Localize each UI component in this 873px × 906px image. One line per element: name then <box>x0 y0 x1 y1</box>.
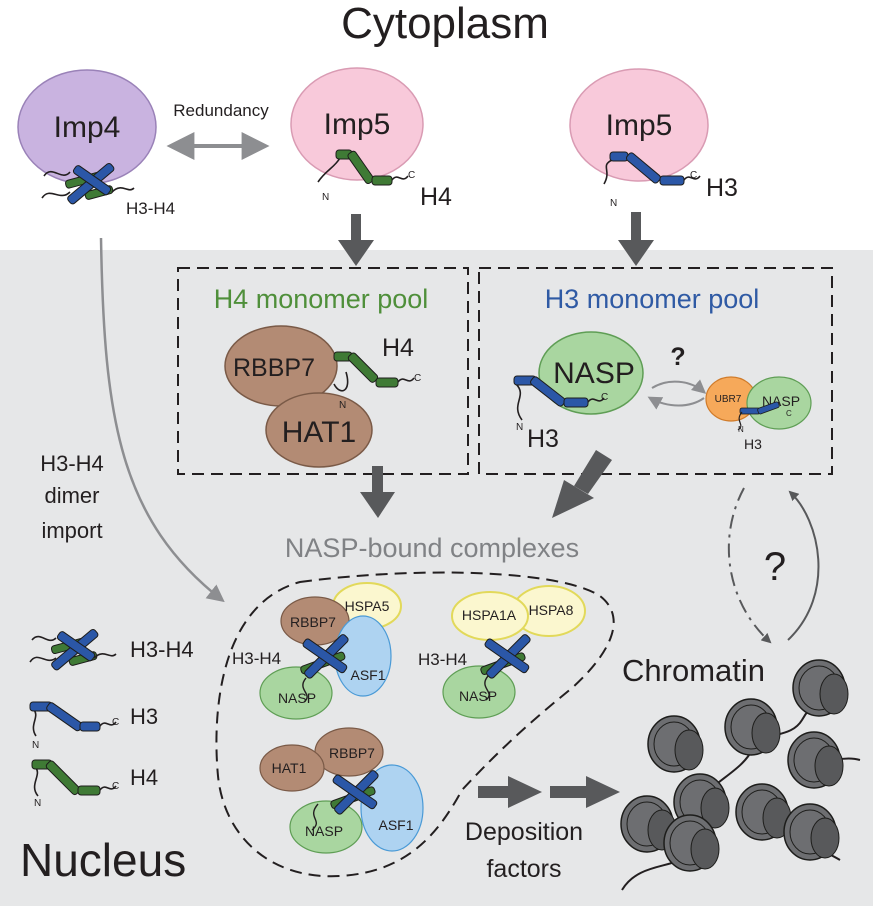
nasp-complexes-title: NASP-bound complexes <box>285 533 579 563</box>
small-h3-c-terminus: C <box>786 409 792 418</box>
complex3-hat1-label: HAT1 <box>272 760 307 776</box>
imp5-h3-label: Imp5 <box>606 109 673 142</box>
nucleosome-icon <box>783 803 840 861</box>
cytoplasm-title: Cytoplasm <box>341 0 549 48</box>
nasp-ubr7-exchange-arrow-bottom <box>647 396 705 410</box>
complex3-rbbp7-label: RBBP7 <box>329 745 375 761</box>
complex1-h3h4-label: H3-H4 <box>232 649 281 668</box>
nucleosome-icon <box>787 731 844 789</box>
h3-pool-title: H3 monomer pool <box>545 284 760 314</box>
imp5-h4-n-terminus: N <box>322 192 329 203</box>
imp5-h3-c-terminus: C <box>690 170 697 181</box>
nucleus-region <box>0 250 873 906</box>
imp5-cargo-h4: H4 <box>420 183 452 211</box>
nasp-label: NASP <box>553 357 635 390</box>
legend-h3-label: H3 <box>130 704 158 729</box>
ubr7-label: UBR7 <box>715 394 742 405</box>
small-h3-n-terminus: N <box>738 425 744 434</box>
legend-h3h4-icon <box>29 628 117 671</box>
complex1-hspa5-label: HSPA5 <box>345 598 390 614</box>
legend-h4-c-terminus: C <box>112 781 119 792</box>
small-h3-label: H3 <box>744 436 762 452</box>
hat1-ellipse <box>265 392 373 468</box>
imp5-ellipse <box>290 67 424 181</box>
imp5-label: Imp5 <box>324 108 391 141</box>
legend-h4-icon <box>31 759 117 797</box>
chromatin-label: Chromatin <box>622 653 765 688</box>
complex3-asf1-label: ASF1 <box>378 817 413 833</box>
legend-h3-n-terminus: N <box>32 740 39 751</box>
nucleosome-icon <box>663 814 720 872</box>
nasp-rbbp7-asf1-hspa5-complex: HSPA5 RBBP7 ASF1 NASP <box>259 582 402 720</box>
complex2-nasp-label: NASP <box>459 688 497 704</box>
h4-pool-label: H4 <box>382 334 414 362</box>
h3-monomer-pool-box <box>478 267 833 475</box>
complex2-hspa8-label: HSPA8 <box>529 602 574 618</box>
chromatin-fiber <box>620 659 861 891</box>
nucleosome-icon <box>792 659 849 717</box>
histone-legend: H3-H4 N C H3 N C H4 <box>29 628 194 809</box>
deposition-label-line2: factors <box>486 855 561 883</box>
imp5-h4-complex: Imp5 N C H4 <box>290 67 452 211</box>
legend-h3-c-terminus: C <box>112 717 119 728</box>
pool-to-chromatin-arrow <box>727 487 772 644</box>
complex3-nasp-label: NASP <box>305 823 343 839</box>
imp4-complex: Imp4 H3-H4 <box>17 69 175 218</box>
nucleosome-icon <box>724 698 781 756</box>
h4-monomer-icon <box>317 149 409 186</box>
legend-h3-icon <box>29 701 117 737</box>
h3-pool-n-terminus: N <box>516 422 523 433</box>
legend-h4-label: H4 <box>130 765 158 790</box>
legend-h4-n-terminus: N <box>34 798 41 809</box>
dimer-import-label-line2: dimer <box>44 483 99 508</box>
dimer-import-arrow <box>99 237 225 603</box>
legend-h3h4-label: H3-H4 <box>130 637 194 662</box>
h4-pool-c-terminus: C <box>414 373 421 384</box>
nasp-h3-complex: NASP <box>513 331 644 421</box>
nasp-hat1-rbbp7-asf1-complex: RBBP7 HAT1 ASF1 NASP <box>259 727 424 854</box>
dimer-import-label-line1: H3-H4 <box>40 451 104 476</box>
h4-pool-n-terminus: N <box>339 400 346 411</box>
imp4-label: Imp4 <box>54 111 121 144</box>
complex1-nasp-label: NASP <box>278 690 316 706</box>
chromatin-to-pool-arrow <box>787 490 820 641</box>
import-arrows <box>338 212 654 266</box>
rbbp7-hat1-h4-complex: RBBP7 HAT1 <box>224 325 415 468</box>
h3-pool-label: H3 <box>527 425 559 453</box>
complex2-hspa1a-label: HSPA1A <box>462 607 517 623</box>
h4-monomer-pool-box <box>177 267 469 475</box>
ubr7-nasp-h3-complex: UBR7 NASP <box>705 376 812 431</box>
deposition-arrows <box>478 776 620 808</box>
hat1-label: HAT1 <box>282 416 356 449</box>
h3-pool-c-terminus: C <box>601 392 608 403</box>
nasp-hspa1a-hspa8-complex: HSPA8 HSPA1A NASP <box>442 585 586 719</box>
imp5-h4-c-terminus: C <box>408 170 415 181</box>
nasp-complexes-boundary <box>215 571 615 878</box>
h3-monomer-icon <box>603 151 701 186</box>
complex2-h3h4-label: H3-H4 <box>418 650 467 669</box>
h4-pool-title: H4 monomer pool <box>214 284 429 314</box>
imp4-cargo-label: H3-H4 <box>126 199 175 218</box>
small-nasp-ellipse <box>746 376 812 430</box>
pool-to-complex-arrows <box>360 450 612 518</box>
imp5-h3-n-terminus: N <box>610 198 617 209</box>
imp5-h3-complex: Imp5 N C H3 <box>569 68 738 209</box>
nasp-ubr7-exchange-arrow-top <box>651 379 707 394</box>
redundancy-label: Redundancy <box>173 101 269 120</box>
h3-h4-dimer-icon <box>41 162 135 205</box>
imp5-cargo-h3: H3 <box>706 174 738 202</box>
rbbp7-label: RBBP7 <box>233 354 315 382</box>
complex1-rbbp7-label: RBBP7 <box>290 614 336 630</box>
nucleosome-icon <box>647 715 704 773</box>
deposition-label-line1: Deposition <box>465 818 583 846</box>
imp5-h3-ellipse <box>569 68 709 182</box>
dimer-import-label-line3: import <box>41 518 102 543</box>
nucleus-title: Nucleus <box>20 834 186 886</box>
ubr7-question-mark: ? <box>670 343 685 371</box>
nasp-ellipse <box>538 331 644 415</box>
chromatin-question-mark: ? <box>764 545 786 589</box>
complex1-asf1-label: ASF1 <box>350 667 385 683</box>
